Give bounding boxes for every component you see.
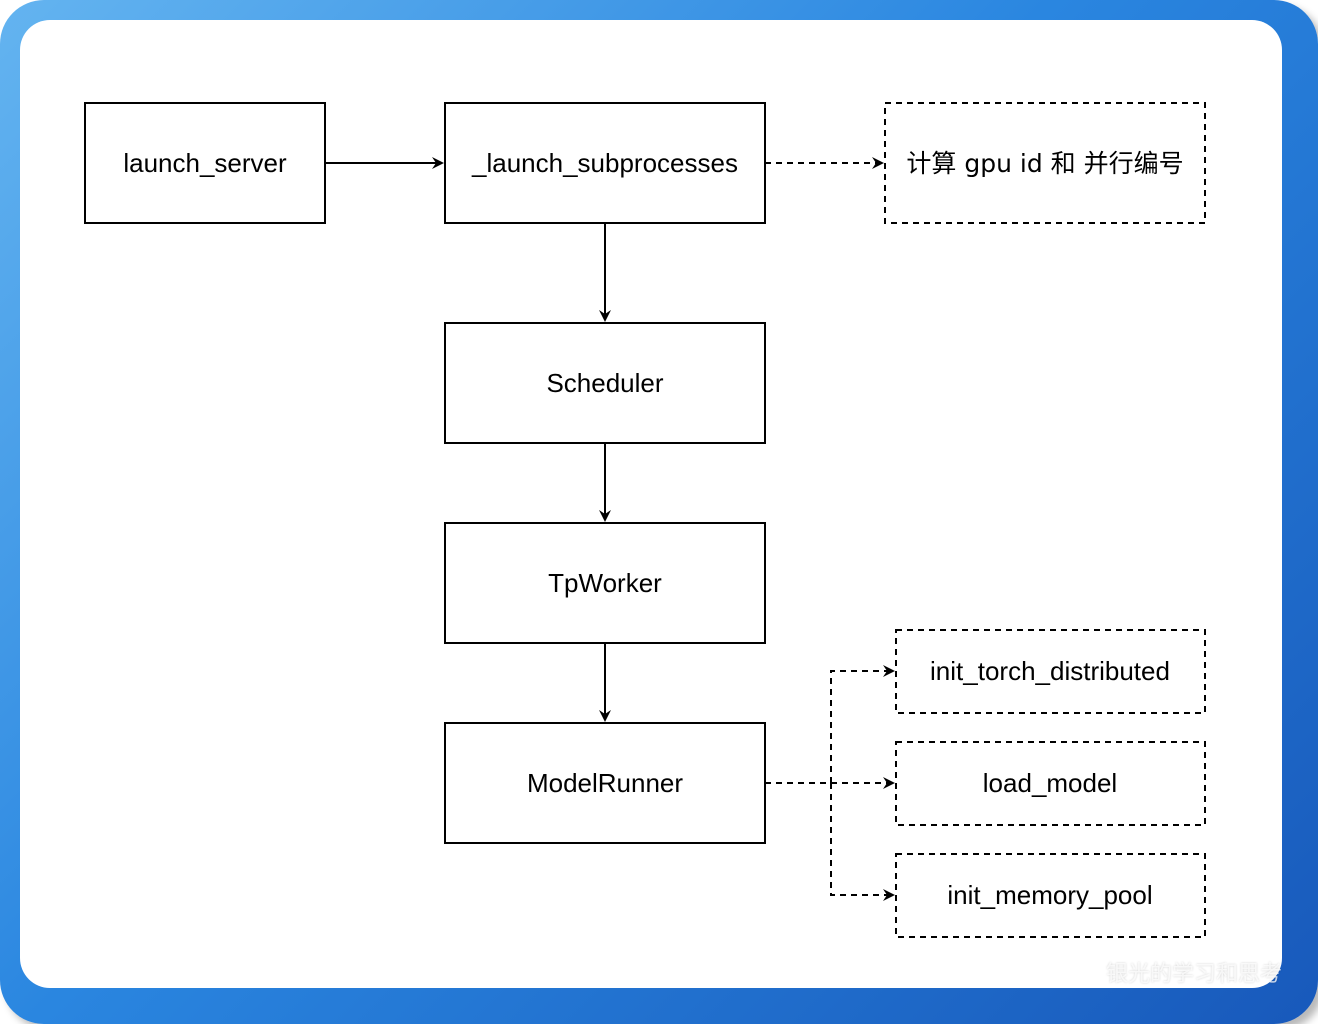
node-init-memory-pool[interactable]: init_memory_pool (895, 853, 1206, 938)
node-tpworker[interactable]: TpWorker (444, 522, 766, 644)
node-compute-gpu[interactable]: 计算 gpu id 和 并行编号 (884, 102, 1206, 224)
edge-modelrunner-to-init-torch-distributed (830, 665, 895, 783)
node-tpworker-label: TpWorker (548, 568, 662, 598)
node-launch-subprocesses-label: _launch_subprocesses (471, 148, 738, 178)
edge-modelrunner-to-init-memory-pool (830, 783, 895, 901)
watermark-text: 银光的学习和思考 (1105, 962, 1282, 987)
node-launch-server[interactable]: launch_server (84, 102, 326, 224)
node-init-torch-distributed-label: init_torch_distributed (930, 656, 1170, 686)
node-compute-gpu-label: 计算 gpu id 和 并行编号 (906, 149, 1183, 178)
node-load-model-label: load_model (983, 768, 1117, 798)
node-launch-subprocesses[interactable]: _launch_subprocesses (444, 102, 766, 224)
node-modelrunner[interactable]: ModelRunner (444, 722, 766, 844)
node-init-memory-pool-label: init_memory_pool (947, 880, 1152, 910)
node-scheduler-label: Scheduler (546, 368, 663, 398)
node-load-model[interactable]: load_model (895, 741, 1206, 826)
node-scheduler[interactable]: Scheduler (444, 322, 766, 444)
node-launch-server-label: launch_server (123, 148, 287, 178)
node-init-torch-distributed[interactable]: init_torch_distributed (895, 629, 1206, 714)
node-modelrunner-label: ModelRunner (527, 768, 683, 798)
